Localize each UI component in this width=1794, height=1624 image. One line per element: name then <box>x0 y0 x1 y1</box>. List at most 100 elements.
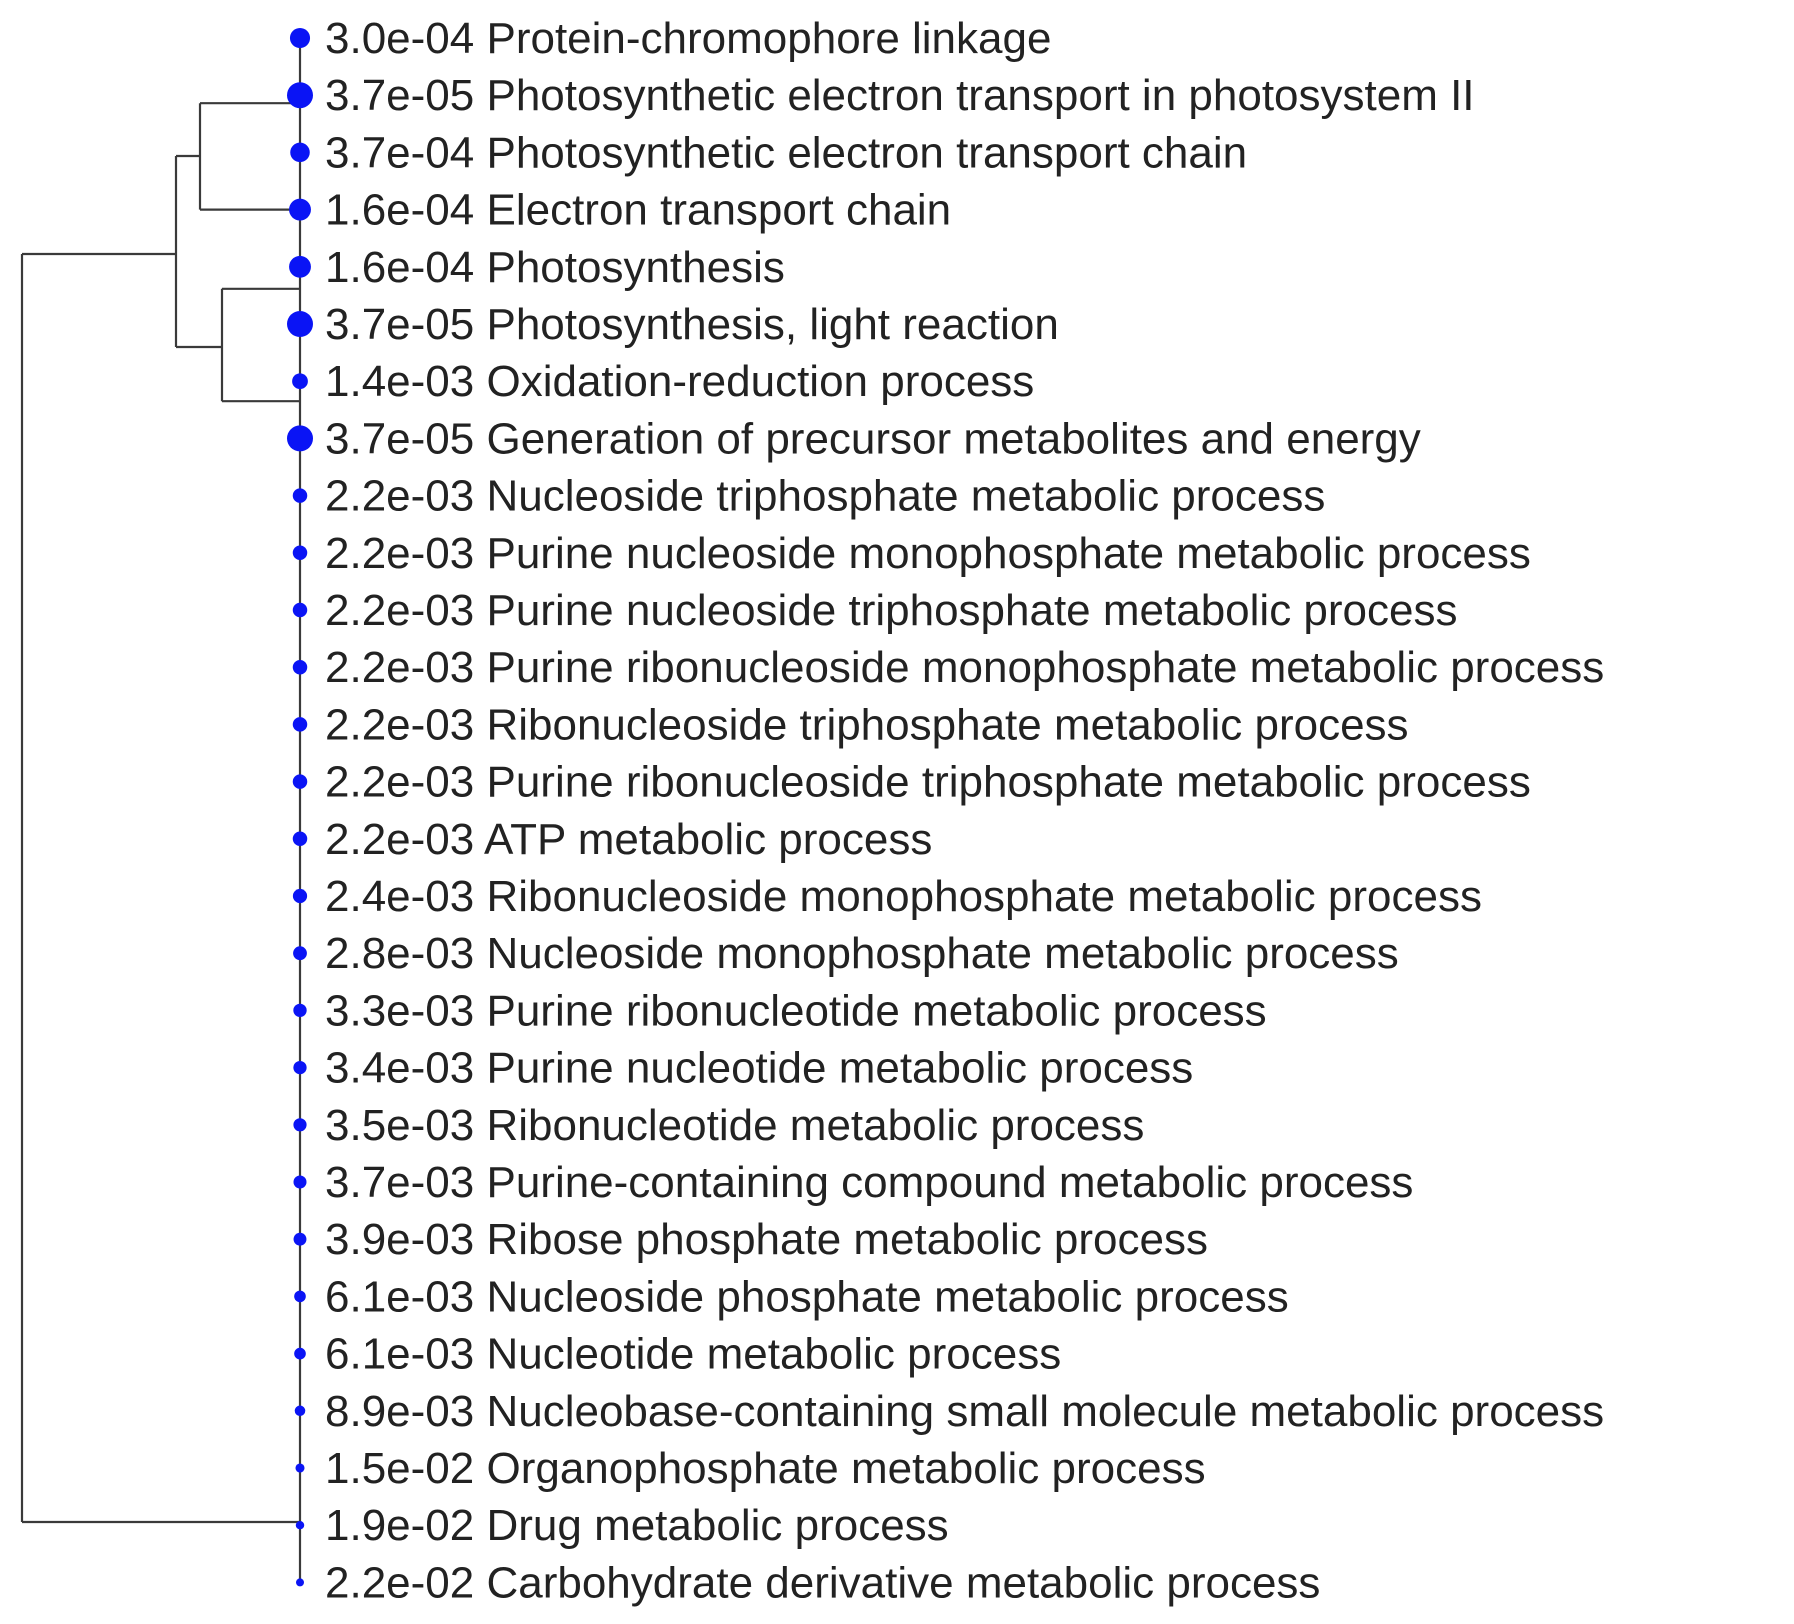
leaf-label: 2.8e-03 Nucleoside monophosphate metabol… <box>325 929 1399 978</box>
leaf-labels: 3.0e-04 Protein-chromophore linkage3.7e-… <box>325 14 1604 1607</box>
leaf-term-name: Photosynthetic electron transport chain <box>486 128 1247 177</box>
leaf-label: 2.2e-03 Ribonucleoside triphosphate meta… <box>325 700 1409 749</box>
leaf-pvalue: 1.6e-04 <box>325 242 474 291</box>
leaf-dot <box>294 1405 306 1417</box>
leaf-pvalue: 2.2e-03 <box>325 757 474 806</box>
leaf-pvalue: 1.4e-03 <box>325 357 474 406</box>
leaf-dot <box>293 1232 307 1246</box>
leaf-dot <box>289 198 311 221</box>
leaf-pvalue: 2.2e-02 <box>325 1558 474 1607</box>
leaf-label: 8.9e-03 Nucleobase-containing small mole… <box>325 1386 1604 1435</box>
leaf-term-name: Photosynthetic electron transport in pho… <box>486 71 1474 120</box>
leaf-dot <box>292 373 308 390</box>
leaf-pvalue: 1.6e-04 <box>325 185 474 234</box>
leaf-dot <box>292 488 308 503</box>
leaf-dot <box>293 1118 307 1132</box>
leaf-label: 3.7e-05 Photosynthetic electron transpor… <box>325 71 1475 120</box>
leaf-label: 3.7e-03 Purine-containing compound metab… <box>325 1158 1413 1207</box>
leaf-label: 2.2e-03 Purine nucleoside triphosphate m… <box>325 586 1457 635</box>
leaf-dot <box>293 1175 307 1189</box>
leaf-label: 3.7e-04 Photosynthetic electron transpor… <box>325 128 1247 177</box>
leaf-term-name: ATP metabolic process <box>484 814 932 863</box>
leaf-term-name: Nucleobase-containing small molecule met… <box>486 1386 1604 1435</box>
leaf-dot <box>287 82 313 109</box>
leaf-pvalue: 8.9e-03 <box>325 1386 474 1435</box>
leaf-term-name: Nucleoside monophosphate metabolic proce… <box>486 929 1398 978</box>
leaf-pvalue: 1.5e-02 <box>325 1444 474 1493</box>
leaf-dot <box>293 1003 307 1018</box>
leaf-dot <box>293 946 307 961</box>
leaf-term-name: Purine ribonucleoside triphosphate metab… <box>486 757 1530 806</box>
leaf-pvalue: 3.7e-04 <box>325 128 474 177</box>
leaf-dot <box>289 255 311 278</box>
leaf-dot <box>292 545 308 561</box>
leaf-label: 1.6e-04 Electron transport chain <box>325 185 951 234</box>
leaf-label: 3.5e-03 Ribonucleotide metabolic process <box>325 1100 1144 1149</box>
leaf-term-name: Ribonucleoside triphosphate metabolic pr… <box>486 700 1408 749</box>
leaf-term-name: Purine-containing compound metabolic pro… <box>486 1158 1413 1207</box>
leaf-dot <box>292 602 308 618</box>
leaf-term-name: Purine ribonucleoside monophosphate meta… <box>486 643 1604 692</box>
leaf-term-name: Drug metabolic process <box>486 1501 948 1550</box>
leaf-pvalue: 1.9e-02 <box>325 1501 474 1550</box>
leaf-label: 2.2e-02 Carbohydrate derivative metaboli… <box>325 1558 1320 1607</box>
leaf-dot <box>295 1463 305 1473</box>
leaf-dot <box>292 831 308 847</box>
leaf-pvalue: 3.3e-03 <box>325 986 474 1035</box>
leaf-pvalue: 3.0e-04 <box>325 14 474 63</box>
leaf-term-name: Purine nucleoside monophosphate metaboli… <box>486 528 1530 577</box>
leaf-pvalue: 6.1e-03 <box>325 1329 474 1378</box>
leaf-pvalue: 3.7e-05 <box>325 414 474 463</box>
leaf-label: 1.5e-02 Organophosphate metabolic proces… <box>325 1444 1206 1493</box>
leaf-pvalue: 3.7e-05 <box>325 71 474 120</box>
leaf-label: 2.2e-03 Nucleoside triphosphate metaboli… <box>325 471 1325 520</box>
leaf-label: 3.3e-03 Purine ribonucleotide metabolic … <box>325 986 1267 1035</box>
leaf-label: 2.2e-03 Purine nucleoside monophosphate … <box>325 528 1531 577</box>
leaf-label: 3.7e-05 Photosynthesis, light reaction <box>325 300 1059 349</box>
leaf-term-name: Photosynthesis, light reaction <box>486 300 1058 349</box>
leaf-dot <box>294 1347 306 1360</box>
leaf-pvalue: 2.2e-03 <box>325 586 474 635</box>
leaf-term-name: Photosynthesis <box>486 242 784 291</box>
leaf-pvalue: 3.5e-03 <box>325 1100 474 1149</box>
leaf-dots <box>287 27 313 1587</box>
leaf-pvalue: 2.2e-03 <box>325 814 474 863</box>
dendrogram-branches <box>20 38 302 1583</box>
leaf-pvalue: 2.4e-03 <box>325 872 474 921</box>
leaf-pvalue: 2.2e-03 <box>325 471 474 520</box>
leaf-dot <box>289 27 311 49</box>
leaf-pvalue: 3.9e-03 <box>325 1215 474 1264</box>
leaf-term-name: Ribonucleoside monophosphate metabolic p… <box>486 872 1482 921</box>
leaf-label: 3.9e-03 Ribose phosphate metabolic proce… <box>325 1215 1208 1264</box>
leaf-term-name: Nucleotide metabolic process <box>486 1329 1061 1378</box>
leaf-dot <box>292 888 308 904</box>
leaf-dot <box>296 1578 304 1587</box>
leaf-term-name: Purine ribonucleotide metabolic process <box>486 986 1266 1035</box>
leaf-label: 2.2e-03 ATP metabolic process <box>325 814 932 863</box>
leaf-dot <box>293 1060 307 1075</box>
leaf-term-name: Purine nucleoside triphosphate metabolic… <box>486 586 1457 635</box>
leaf-label: 3.7e-05 Generation of precursor metaboli… <box>325 414 1421 463</box>
leaf-label: 3.4e-03 Purine nucleotide metabolic proc… <box>325 1043 1193 1092</box>
leaf-term-name: Oxidation-reduction process <box>486 357 1034 406</box>
leaf-label: 6.1e-03 Nucleoside phosphate metabolic p… <box>325 1272 1289 1321</box>
leaf-pvalue: 2.8e-03 <box>325 929 474 978</box>
leaf-dot <box>290 142 310 163</box>
leaf-term-name: Purine nucleotide metabolic process <box>486 1043 1193 1092</box>
leaf-label: 6.1e-03 Nucleotide metabolic process <box>325 1329 1061 1378</box>
leaf-dot <box>292 774 308 789</box>
leaf-term-name: Ribonucleotide metabolic process <box>486 1100 1144 1149</box>
leaf-label: 2.2e-03 Purine ribonucleoside monophosph… <box>325 643 1604 692</box>
leaf-term-name: Ribose phosphate metabolic process <box>486 1215 1208 1264</box>
leaf-term-name: Organophosphate metabolic process <box>486 1444 1205 1493</box>
leaf-term-name: Protein-chromophore linkage <box>486 14 1051 63</box>
leaf-pvalue: 2.2e-03 <box>325 528 474 577</box>
leaf-term-name: Generation of precursor metabolites and … <box>486 414 1420 463</box>
leaf-term-name: Electron transport chain <box>486 185 951 234</box>
leaf-pvalue: 3.4e-03 <box>325 1043 474 1092</box>
leaf-pvalue: 6.1e-03 <box>325 1272 474 1321</box>
leaf-label: 3.0e-04 Protein-chromophore linkage <box>325 14 1051 63</box>
leaf-term-name: Nucleoside phosphate metabolic process <box>486 1272 1288 1321</box>
leaf-dot <box>292 659 308 675</box>
